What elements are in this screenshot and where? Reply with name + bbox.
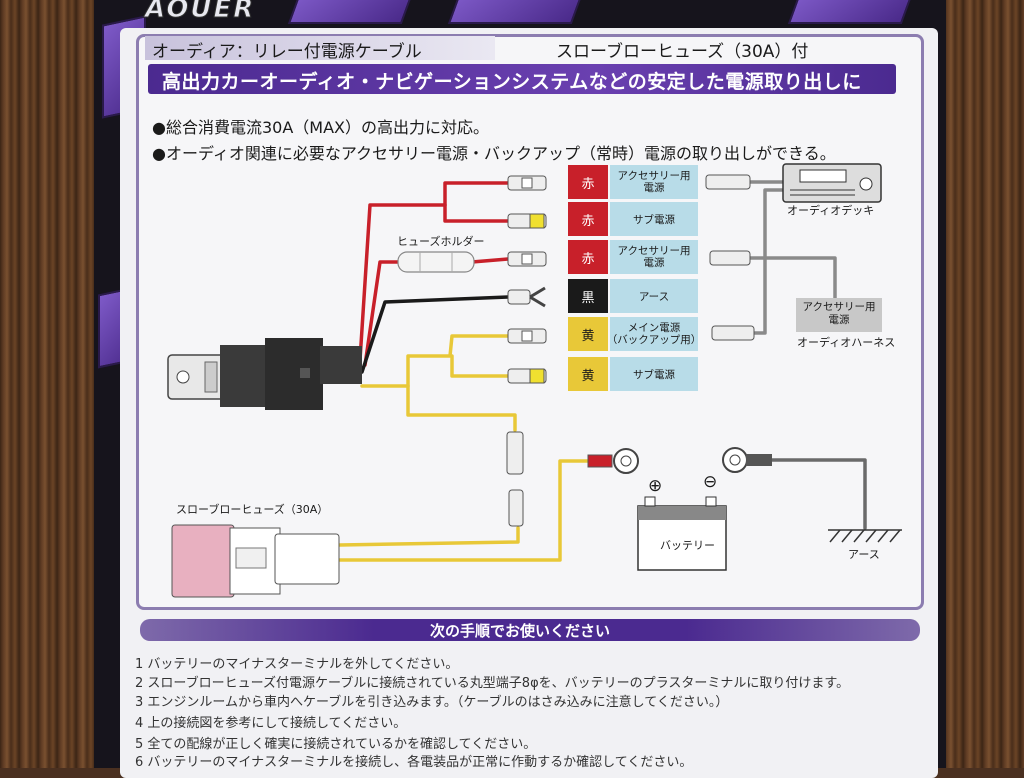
wire-color-label: 赤 bbox=[581, 177, 594, 192]
headline-banner bbox=[148, 64, 896, 94]
audio-deck-label: オーディオデッキ bbox=[787, 203, 874, 217]
instruction-step: 1 バッテリーのマイナスターミナルを外してください。 bbox=[135, 657, 459, 672]
instruction-step: 3 エンジンルームから車内へケーブルを引き込みます。（ケーブルのはさみ込みに注意… bbox=[135, 695, 729, 710]
relay bbox=[167, 338, 362, 410]
wire-description-box bbox=[610, 202, 698, 236]
red-wires bbox=[358, 181, 510, 367]
gray-wires bbox=[748, 180, 867, 530]
battery-label: バッテリー bbox=[660, 539, 715, 552]
wire-color-swatch bbox=[568, 279, 608, 313]
wire-description: アクセサリー用電源 bbox=[618, 245, 691, 269]
wire-table-row: 赤 アクセサリー用電源 bbox=[568, 240, 698, 274]
wire-description: サブ電源 bbox=[633, 368, 675, 381]
wire-color-label: 赤 bbox=[581, 252, 594, 267]
instruction-step: 2 スローブローヒューズ付電源ケーブルに接続されている丸型端子8φを、バッテリー… bbox=[135, 676, 850, 691]
headline-text: 高出力カーオーディオ・ナビゲーションシステムなどの安定した電源取り出しに bbox=[162, 71, 862, 93]
wire-description-box bbox=[610, 165, 698, 199]
fuse-holder-label: ヒューズホルダー bbox=[397, 234, 484, 248]
wire-description-box bbox=[610, 240, 698, 274]
wire-description: メイン電源（バックアップ用） bbox=[607, 321, 702, 346]
wire-color-swatch bbox=[568, 165, 608, 199]
product-name: オーディア：リレー付電源ケーブル bbox=[152, 42, 422, 62]
connectors bbox=[506, 174, 755, 527]
slow-blow-fuse-label: スローブローヒューズ（30A） bbox=[176, 502, 328, 516]
yellow-wires bbox=[338, 334, 592, 562]
brand-logo: AOUER bbox=[144, 0, 256, 25]
wire-table-row: 赤 サブ電源 bbox=[568, 202, 698, 236]
wire-description-box bbox=[610, 357, 698, 391]
diagram-frame bbox=[136, 34, 924, 610]
wire-color-swatch bbox=[568, 317, 608, 351]
wire-color-swatch bbox=[568, 202, 608, 236]
wire-description: アース bbox=[639, 291, 669, 303]
instruction-step: 4 上の接続図を参考にして接続してください。 bbox=[135, 716, 407, 731]
battery bbox=[637, 496, 727, 571]
harness-box-label: アクセサリー用電源 bbox=[803, 301, 876, 326]
wire-color-label: 黄 bbox=[581, 369, 594, 384]
instruction-step: 6 バッテリーのマイナスターミナルを接続し、各電装品が正常に作動するか確認してく… bbox=[135, 755, 693, 770]
wire-color-table: 赤アクセサリー用電源赤サブ電源赤アクセサリー用電源黒アース黄メイン電源（バックア… bbox=[568, 165, 701, 391]
wire-table-row: 黒 アース bbox=[568, 279, 698, 313]
wire-color-label: 黒 bbox=[581, 291, 594, 306]
feature-item: ●オーディオ関連に必要なアクセサリー電源・バックアップ（常時）電源の取り出しがで… bbox=[152, 144, 836, 163]
wire-color-swatch bbox=[568, 357, 608, 391]
feature-item: ●総合消費電流30A（MAX）の高出力に対応。 bbox=[152, 118, 489, 137]
instructions-banner bbox=[140, 619, 920, 641]
wire-color-label: 黄 bbox=[581, 329, 594, 344]
wooden-background-right bbox=[944, 0, 1024, 768]
wire-color-swatch bbox=[568, 240, 608, 274]
harness-power-box bbox=[796, 298, 882, 332]
wire-table-row: 黄 サブ電源 bbox=[568, 357, 698, 391]
instruction-step: 5 全ての配線が正しく確実に接続されているかを確認してください。 bbox=[135, 737, 537, 752]
minus-symbol: ⊖ bbox=[703, 472, 717, 492]
wire-description-box bbox=[610, 317, 698, 351]
audio-deck bbox=[782, 163, 882, 203]
harness-label: オーディオハーネス bbox=[797, 335, 895, 349]
title-strip bbox=[145, 36, 495, 60]
wire-table-row: 赤 アクセサリー用電源 bbox=[568, 165, 698, 199]
instructions-title: 次の手順でお使いください bbox=[430, 622, 611, 640]
ring-terminal-positive bbox=[587, 448, 639, 474]
wooden-background-left bbox=[0, 0, 108, 768]
fuse-note: スローブローヒューズ（30A）付 bbox=[556, 42, 809, 62]
slow-blow-fuse bbox=[171, 524, 340, 598]
black-wire bbox=[360, 295, 510, 374]
ground-label: アース bbox=[848, 548, 880, 561]
ring-terminal-negative bbox=[722, 447, 772, 473]
fuse-holder bbox=[397, 251, 475, 273]
ground-symbol bbox=[828, 529, 902, 543]
wire-description: サブ電源 bbox=[633, 213, 675, 226]
plus-symbol: ⊕ bbox=[648, 476, 662, 496]
wire-description-box bbox=[610, 279, 698, 313]
wire-color-label: 赤 bbox=[581, 214, 594, 229]
wire-description: アクセサリー用電源 bbox=[618, 170, 691, 194]
